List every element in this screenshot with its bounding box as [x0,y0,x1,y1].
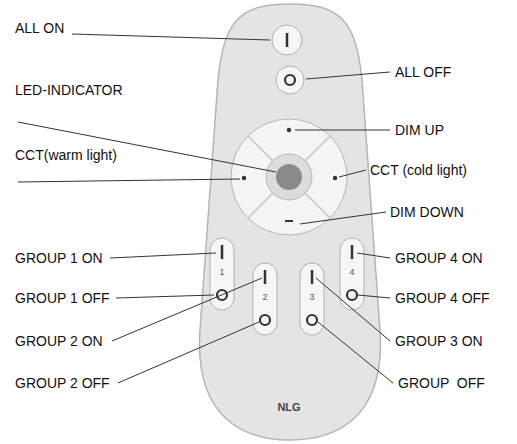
warm-dot [242,176,246,180]
all-off-button [276,66,304,94]
leader-line [358,295,390,298]
callout-label: DIM UP [395,122,444,138]
leader-line [357,253,390,258]
leader-line [116,295,214,298]
off-symbol [260,315,270,325]
callout-label: ALL ON [15,20,64,36]
leader-line [18,179,240,182]
all-on-button [272,25,302,55]
on-symbol [351,245,354,259]
callout-label: DIM DOWN [390,204,464,220]
leader-line [110,253,216,258]
off-symbol [347,290,357,300]
off-symbol [285,75,295,85]
button-number: 2 [262,292,267,302]
leader-line [300,212,386,224]
group4-button [340,238,364,310]
on-symbol [221,245,224,259]
button-number: 1 [219,267,224,277]
on-symbol [286,33,289,47]
callout-label: GROUP 3 ON [395,333,483,349]
leader-line [72,34,270,40]
on-symbol [311,270,314,284]
group1-button [210,238,234,310]
leader-line [118,322,259,383]
callout-label: GROUP OFF [398,375,485,391]
callout-label: LED-INDICATOR [15,82,123,98]
callout-label: ALL OFF [395,64,451,80]
on-symbol [264,270,267,284]
callout-label: GROUP 4 OFF [395,290,490,306]
button-number: 4 [349,267,354,277]
leader-line [318,322,393,383]
callout-label: GROUP 4 ON [395,250,483,266]
callout-label: GROUP 2 ON [15,333,103,349]
led-indicator [276,164,302,190]
callout-label: GROUP 1 ON [15,250,103,266]
leader-line [295,130,390,131]
dim-up-dot [287,128,291,132]
leader-line [316,278,390,341]
callout-label: CCT(warm light) [15,147,117,163]
cold-dot [333,176,337,180]
callout-label: GROUP 2 OFF [15,375,110,391]
leader-line [112,278,262,341]
center-ring [266,154,312,200]
remote-body [200,4,381,440]
dim-down-dash [285,220,293,222]
dpad-divider [248,136,330,218]
brand-logo: NLG [277,401,300,413]
dpad [231,119,347,235]
callout-label: CCT (cold light) [370,162,467,178]
leader-line [306,72,390,79]
leader-line [339,170,366,177]
button-number: 3 [309,292,314,302]
group2-button [253,263,277,335]
off-symbol [307,315,317,325]
dpad-divider [248,136,330,218]
callout-label: GROUP 1 OFF [15,290,110,306]
